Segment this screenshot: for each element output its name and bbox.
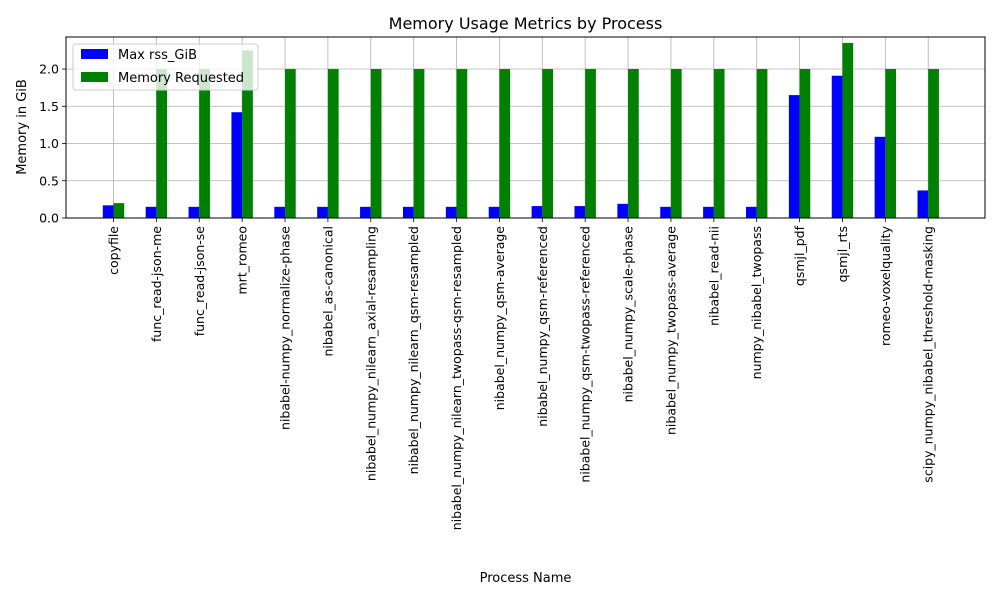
x-tick-label: qsmjl_pdf [792, 225, 807, 286]
bar-memory-requested [285, 69, 296, 218]
bar-max-rss [188, 206, 200, 218]
y-tick-label: 2.0 [39, 62, 59, 77]
bar-max-rss [231, 112, 243, 218]
y-tick-label: 1.0 [39, 136, 59, 151]
x-tick-label: nibabel_read-nii [706, 226, 721, 326]
bar-max-rss [145, 206, 157, 218]
y-tick-label: 0.0 [39, 211, 59, 226]
x-tick-label: qsmjl_rts [835, 226, 850, 282]
x-tick-label: copyfile [106, 226, 121, 275]
x-tick-label: scipy_numpy_nibabel_threshold-masking [921, 226, 936, 483]
bar-memory-requested [713, 69, 725, 218]
legend-box [72, 43, 259, 91]
y-tick-label: 1.5 [39, 99, 59, 114]
x-tick-label: romeo-voxelquality [878, 225, 893, 346]
bar-memory-requested [413, 69, 425, 218]
bar-memory-requested [327, 69, 339, 218]
bar-max-rss [703, 206, 714, 218]
legend: Max rss_GiB Memory Requested [72, 43, 259, 91]
x-tick-label: nibabel_numpy_scale-phase [621, 226, 636, 403]
bar-memory-requested [799, 69, 811, 218]
x-tick-label: nibabel_numpy_twopass-average [663, 226, 678, 435]
bar-memory-requested [542, 69, 553, 218]
bar-max-rss [531, 206, 543, 218]
bars [102, 42, 939, 218]
bar-memory-requested [842, 42, 854, 218]
chart-title: Memory Usage Metrics by Process [389, 14, 663, 33]
x-tick-label: nibabel_numpy_nilearn_twopass-qsm-resamp… [449, 226, 464, 530]
bar-max-rss [788, 95, 800, 218]
bar-max-rss [274, 206, 286, 218]
y-axis-label: Memory in GiB [15, 79, 30, 175]
bar-memory-requested [370, 69, 382, 218]
bar-max-rss [917, 190, 929, 218]
y-tick-label: 0.5 [39, 173, 59, 188]
bar-max-rss [445, 206, 457, 218]
bar-max-rss [746, 206, 757, 218]
legend-swatch-memory-requested [81, 72, 108, 82]
bar-max-rss [660, 206, 671, 218]
bar-memory-requested [199, 69, 210, 218]
x-tick-label: nibabel_numpy_qsm-referenced [535, 226, 550, 427]
bar-memory-requested [456, 69, 468, 218]
bar-memory-requested [670, 69, 682, 218]
bar-max-rss [574, 206, 586, 218]
bar-max-rss [488, 206, 500, 218]
bar-max-rss [831, 75, 843, 218]
bar-memory-requested [756, 69, 768, 218]
legend-label-max-rss: Max rss_GiB [118, 48, 197, 63]
bar-max-rss [617, 203, 629, 218]
x-tick-label: nibabel_numpy_qsm-average [492, 226, 507, 411]
ticks: 0.0 0.5 1.0 1.5 2.0 copyfile func_read-json-me… [39, 62, 936, 531]
legend-swatch-max-rss [81, 49, 108, 59]
x-tick-label: nibabel_numpy_nilearn_axial-resampling [363, 226, 378, 481]
bar-memory-requested [628, 69, 639, 218]
x-tick-label: nibabel-numpy_normalize-phase [278, 226, 293, 430]
plot-frame [65, 36, 986, 219]
bar-memory-requested [113, 203, 125, 218]
x-axis-label: Process Name [480, 571, 572, 586]
bar-max-rss [317, 206, 328, 218]
x-tick-label: nibabel_numpy_nilearn_qsm-resampled [406, 226, 421, 474]
bar-max-rss [874, 136, 886, 218]
bar-max-rss [402, 206, 414, 218]
bar-memory-requested [928, 69, 939, 218]
bar-memory-requested [885, 69, 897, 218]
legend-label-memory-requested: Memory Requested [118, 71, 244, 86]
bar-max-rss [102, 205, 114, 218]
bar-memory-requested [499, 69, 511, 218]
x-tick-label: numpy_nibabel_twopass [749, 226, 764, 379]
bar-memory-requested [242, 50, 253, 218]
bar-memory-requested [585, 69, 596, 218]
bar-memory-requested [156, 69, 168, 218]
x-tick-label: nibabel_numpy_qsm-twopass-referenced [578, 226, 593, 483]
x-tick-label: func_read-json-se [192, 226, 207, 337]
x-tick-label: mrt_romeo [235, 226, 250, 295]
x-tick-label: nibabel_as-canonical [320, 226, 335, 357]
bar-max-rss [360, 206, 371, 218]
x-tick-label: func_read-json-me [149, 226, 164, 342]
